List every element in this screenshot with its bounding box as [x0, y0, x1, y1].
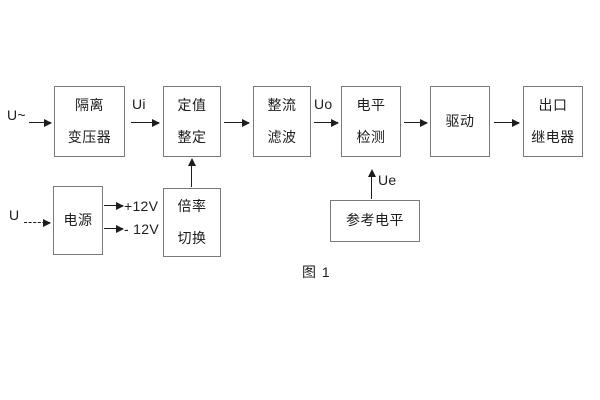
- arrow-rectify-filter-to-level-detection: [314, 118, 339, 127]
- block-level-detection-line-1: 电平: [356, 97, 386, 114]
- figure-caption: 图 1: [302, 264, 331, 280]
- arrow-drive-to-output-relay: [494, 118, 520, 127]
- block-power-supply-line-1: 电源: [63, 211, 93, 228]
- signal-label-ue: Ue: [378, 172, 397, 188]
- block-rectify-filter: 整流 滤波: [253, 86, 311, 157]
- block-reference-level: 参考电平: [330, 200, 420, 242]
- block-output-relay: 出口 继电器: [523, 86, 583, 157]
- block-isolation-transformer: 隔离 变压器: [54, 86, 125, 157]
- arrow-power-supply-positive-rail: [104, 201, 124, 210]
- arrow-input-dc-to-power-supply: [24, 218, 51, 227]
- block-multiplier-switch-line-2: 切换: [177, 229, 207, 246]
- rail-label-negative-12v: - 12V: [124, 221, 159, 237]
- input-dc-label: U: [9, 207, 20, 223]
- block-output-relay-line-1: 出口: [538, 97, 568, 114]
- arrow-setting-value-to-rectify-filter: [224, 118, 250, 127]
- block-drive-line-1: 驱动: [445, 112, 475, 129]
- arrow-power-supply-negative-rail: [104, 224, 124, 233]
- block-setting-value-line-2: 整定: [177, 128, 207, 145]
- arrow-level-detection-to-drive: [404, 118, 428, 127]
- signal-label-uo: Uo: [314, 96, 333, 112]
- arrow-input-ac-to-isolation-transformer: [29, 118, 52, 127]
- block-reference-level-line-1: 参考电平: [346, 212, 404, 229]
- block-power-supply: 电源: [53, 186, 103, 255]
- block-multiplier-switch-line-1: 倍率: [177, 198, 207, 215]
- arrow-multiplier-switch-to-setting-value: [187, 158, 196, 187]
- block-setting-value-line-1: 定值: [177, 97, 207, 114]
- block-rectify-filter-line-1: 整流: [267, 97, 297, 114]
- block-isolation-transformer-line-2: 变压器: [67, 128, 112, 145]
- block-drive: 驱动: [430, 86, 490, 157]
- block-multiplier-switch: 倍率 切换: [163, 188, 221, 257]
- arrow-isolation-transformer-to-setting-value: [131, 118, 160, 127]
- block-output-relay-line-2: 继电器: [531, 128, 575, 145]
- signal-label-ui: Ui: [132, 96, 146, 112]
- block-level-detection: 电平 检测: [341, 86, 401, 157]
- block-setting-value: 定值 整定: [163, 86, 221, 157]
- block-level-detection-line-2: 检测: [356, 128, 386, 145]
- arrow-reference-level-to-level-detection: [367, 169, 376, 199]
- block-rectify-filter-line-2: 滤波: [267, 128, 297, 145]
- rail-label-positive-12v: +12V: [124, 198, 159, 214]
- input-ac-label: U~: [7, 107, 26, 123]
- block-isolation-transformer-line-1: 隔离: [75, 97, 104, 114]
